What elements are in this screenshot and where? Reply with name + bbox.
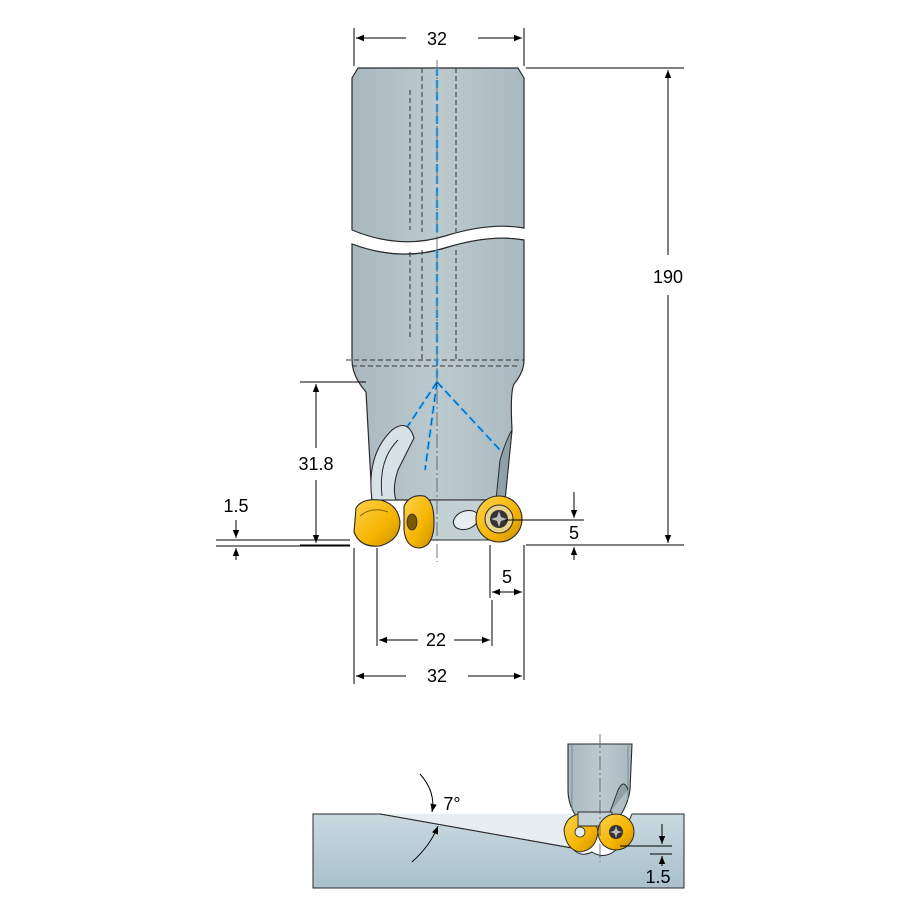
insert-left: [353, 499, 401, 547]
dim-insert-radius-vertical: 5: [505, 492, 584, 560]
dim-shank-diameter: 32: [353, 28, 525, 66]
ramping-view: 7° 1.5: [312, 734, 685, 889]
dim-ramp-angle-label: 7°: [443, 794, 460, 814]
shank-lower: [346, 237, 525, 501]
dim-cutting-diameter-label: 32: [427, 666, 447, 686]
dim-core-diameter-label: 22: [426, 630, 446, 650]
internal-bore: [409, 68, 457, 360]
insert-center-left: [403, 495, 435, 549]
dim-core-diameter: 22: [376, 548, 493, 650]
dim-insert-radius-horizontal: 5: [489, 545, 525, 680]
dim-overall-length-label: 190: [653, 267, 683, 287]
dim-ramp-angle: 7°: [411, 773, 461, 863]
dim-head-length-label: 31.8: [298, 454, 333, 474]
dim-max-depth-ramp: 1.5: [620, 824, 672, 887]
workpiece: [313, 814, 572, 850]
dim-shank-diameter-label: 32: [427, 29, 447, 49]
torx-screw-icon: [609, 825, 623, 839]
dim-max-depth-ramp-label: 1.5: [645, 867, 670, 887]
dim-max-depth-left: 1.5: [216, 496, 350, 560]
torx-screw-icon: [490, 510, 508, 528]
dim-overall-length: 190: [526, 67, 684, 546]
dim-cutting-diameter: 32: [353, 548, 522, 686]
insert-right: [475, 495, 523, 543]
dim-insert-radius-vertical-label: 5: [569, 523, 579, 543]
dim-max-depth-left-label: 1.5: [223, 496, 248, 516]
chip-flute: [370, 424, 513, 501]
dim-insert-radius-horizontal-label: 5: [502, 567, 512, 587]
dim-head-length: 31.8: [298, 381, 366, 546]
